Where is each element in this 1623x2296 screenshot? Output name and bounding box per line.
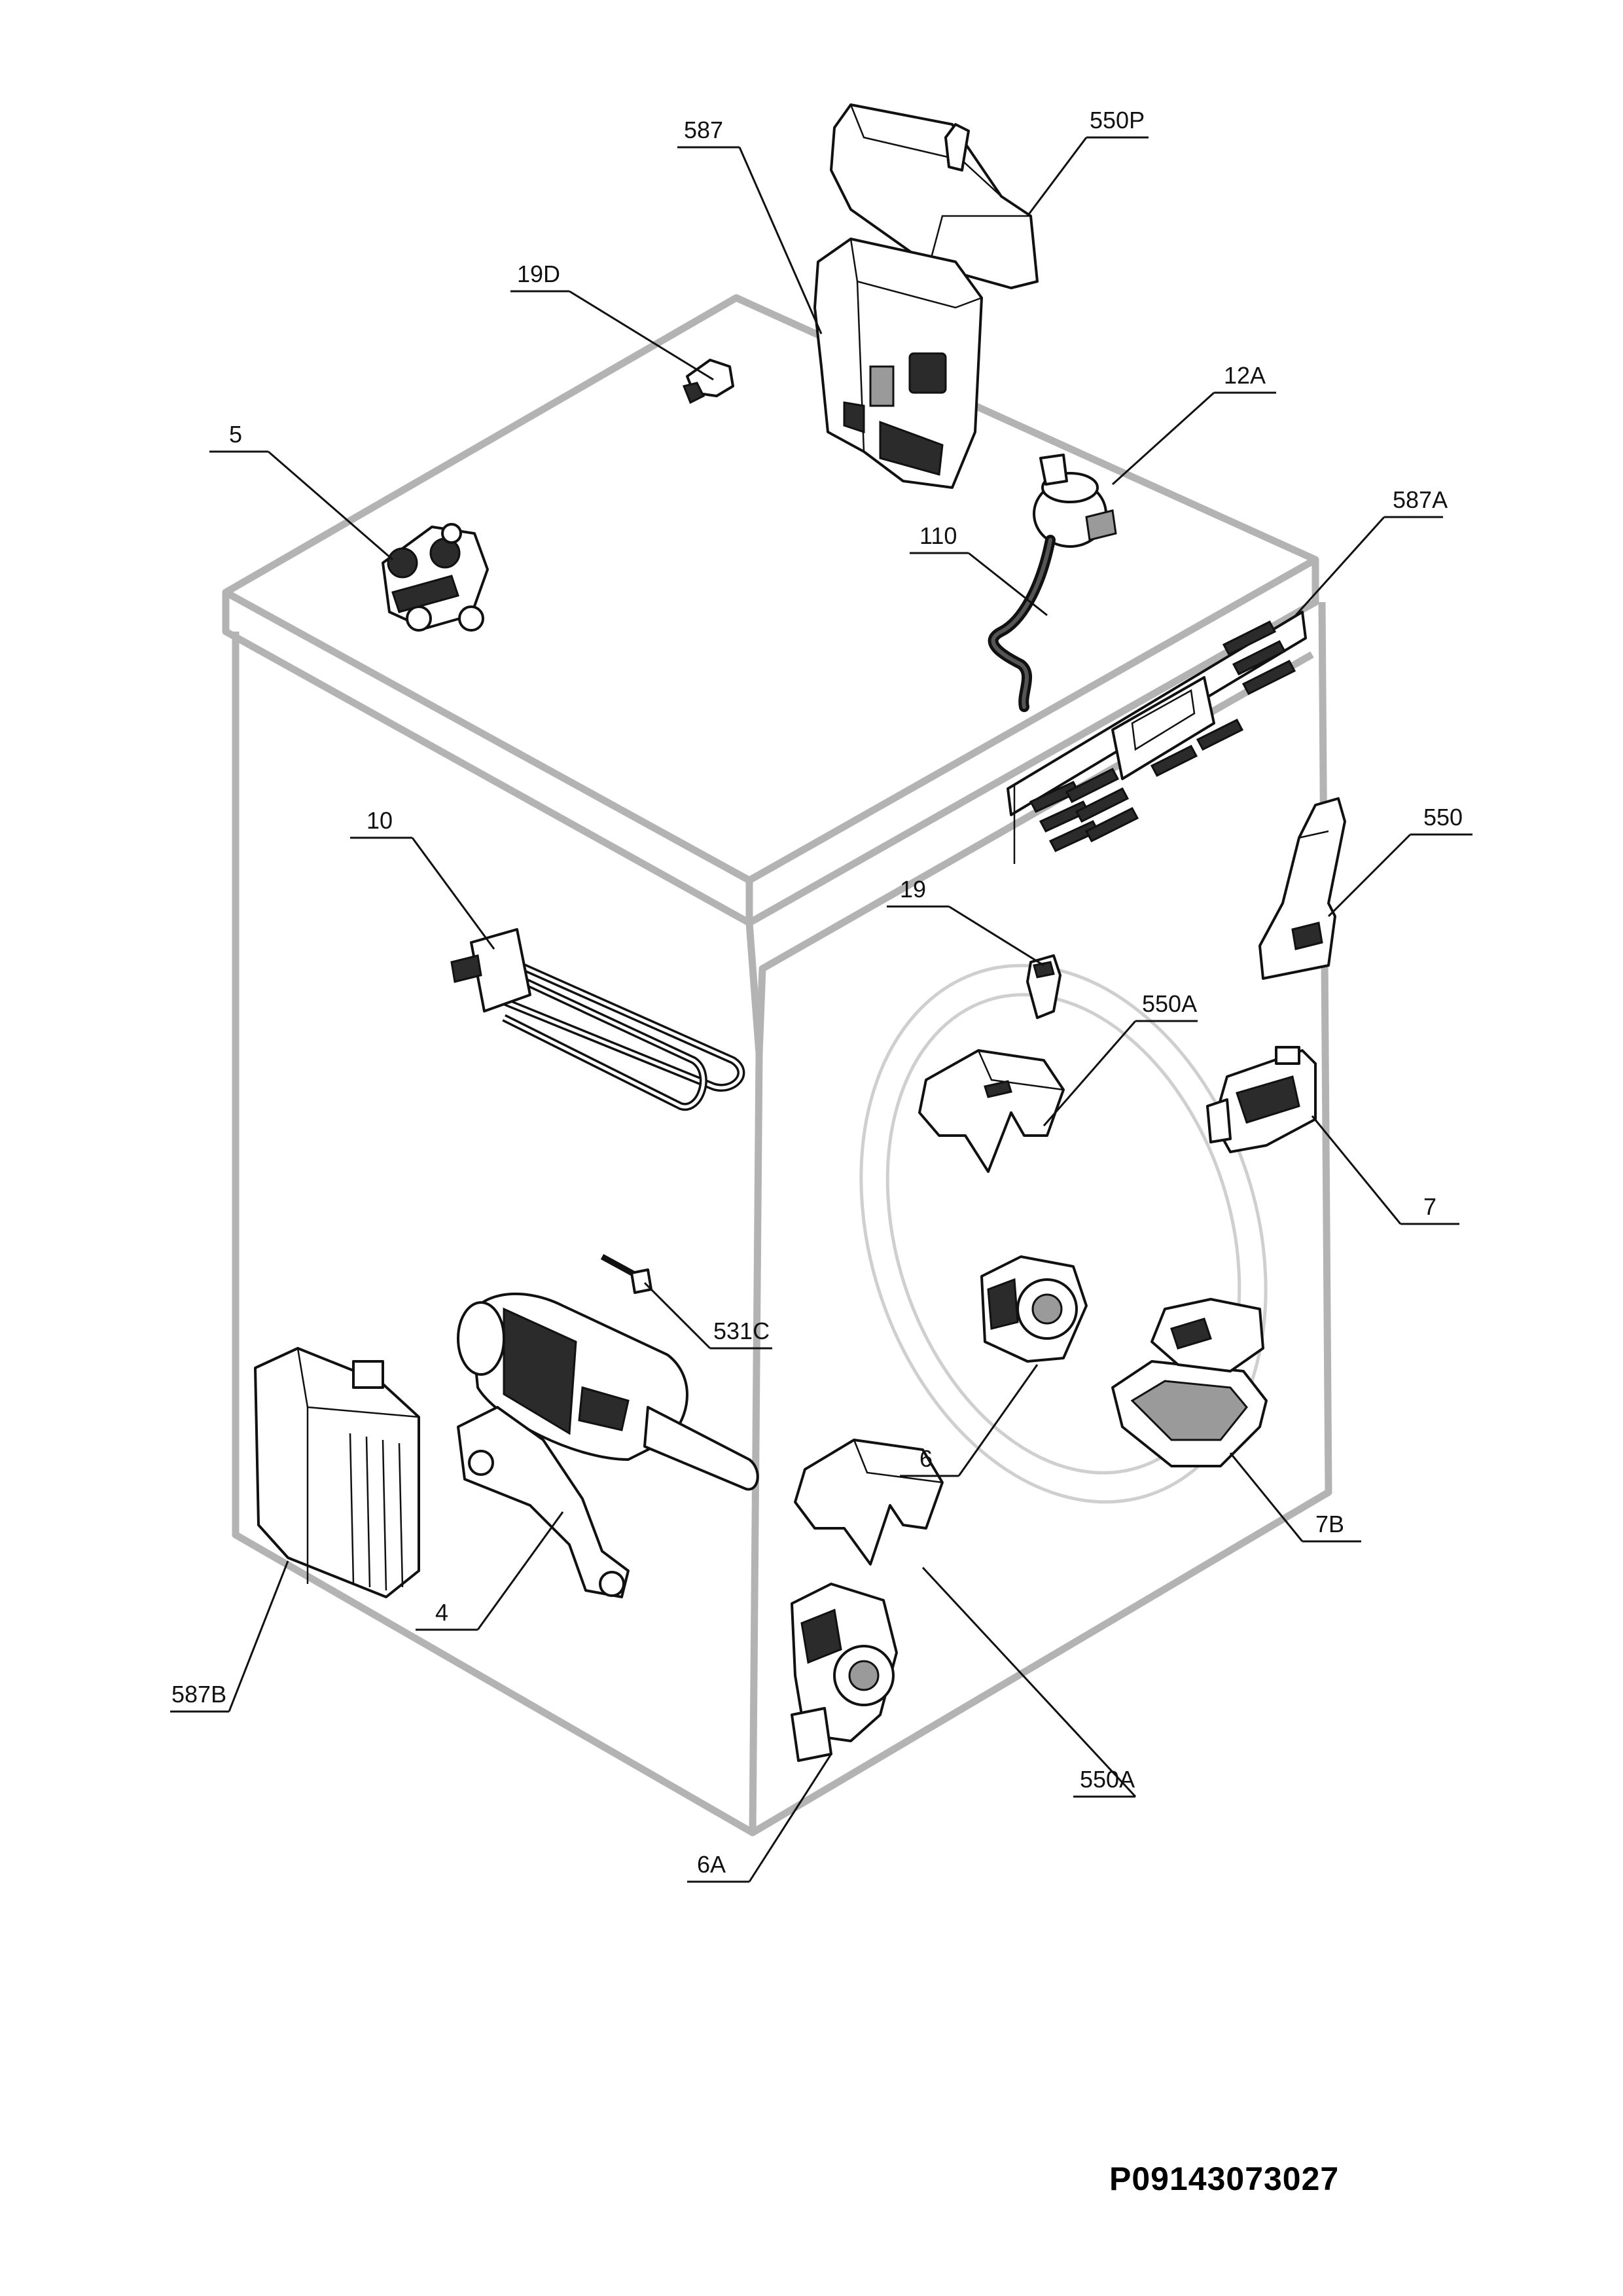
label-110: 110 [919, 522, 957, 549]
label-6A: 6A [697, 1851, 726, 1878]
part-587B-filter-module [254, 1347, 420, 1598]
label-550P: 550P [1090, 107, 1145, 134]
document-code: P09143073027 [1109, 2161, 1340, 2197]
module-fins [349, 1433, 404, 1591]
part-5-inlet-valve [382, 523, 489, 632]
part-550A-cover-lower [794, 1439, 944, 1566]
leader-lines [170, 136, 1472, 1883]
part-550-cover [1258, 797, 1346, 980]
part-550A-cover-upper [918, 1049, 1065, 1173]
part-587A-control-panel [1007, 611, 1307, 864]
panel-knob-stems [1029, 620, 1296, 852]
label-12A: 12A [1224, 362, 1266, 389]
part-7B-pump-filter [1111, 1298, 1268, 1467]
part-587-electronic-module [813, 238, 983, 489]
part-7-door-lock [1206, 1046, 1317, 1153]
label-4: 4 [435, 1599, 448, 1626]
label-550: 550 [1423, 804, 1463, 831]
label-19D: 19D [517, 260, 560, 287]
label-19: 19 [900, 876, 926, 903]
label-550A-upper: 550A [1142, 990, 1197, 1017]
label-587: 587 [684, 117, 723, 143]
part-6A-drain-pump [791, 1583, 898, 1762]
part-550P-control-cover [830, 103, 1039, 289]
label-587A: 587A [1393, 486, 1448, 513]
label-6: 6 [919, 1445, 933, 1472]
label-587B: 587B [171, 1681, 226, 1708]
label-7: 7 [1423, 1193, 1436, 1220]
label-7B: 7B [1315, 1511, 1344, 1537]
part-10-heater [450, 928, 745, 1111]
label-550A-lower: 550A [1080, 1766, 1135, 1793]
part-12A-pressure-switch [1033, 454, 1117, 548]
label-531C: 531C [713, 1318, 770, 1344]
part-labels: 550P 587 19D 12A 5 587A 110 10 550 19 55… [171, 107, 1463, 1878]
part-531C-screw [600, 1254, 652, 1294]
part-6-drain-pump [980, 1255, 1088, 1363]
label-10: 10 [366, 807, 393, 834]
part-4-motor [457, 1292, 759, 1598]
label-5: 5 [229, 421, 242, 448]
cabinet-outline [222, 294, 1332, 1837]
part-110-pressure-hose [988, 535, 1056, 712]
part-19-connector [1026, 954, 1061, 1019]
